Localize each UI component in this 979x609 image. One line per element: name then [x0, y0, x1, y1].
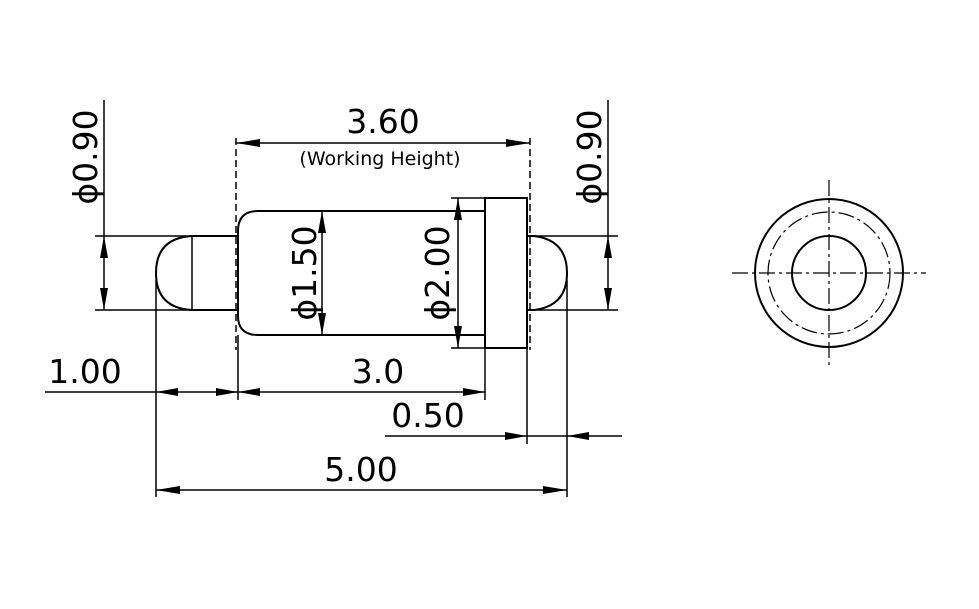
working-height-note: (Working Height): [299, 148, 460, 170]
dim-body-diameter: ϕ1.50: [285, 211, 326, 335]
dim-body-length: 3.0: [238, 352, 485, 396]
body-length-value: 3.0: [352, 352, 404, 391]
dim-flange-diameter: ϕ2.00: [418, 197, 485, 349]
left-tip-outline: [154, 235, 237, 311]
tip-length-value: 1.00: [48, 352, 121, 391]
dim-left-tip-diameter: ϕ0.90: [66, 100, 192, 311]
body-diameter-value: ϕ1.50: [285, 225, 324, 320]
right-tip-diameter-value: ϕ0.90: [570, 109, 609, 204]
dim-working-height: 3.60 (Working Height): [236, 102, 530, 170]
right-tip-outline: [527, 235, 569, 311]
pin-end-view: [732, 180, 926, 366]
flange-outline: [484, 197, 528, 349]
flange-diameter-value: ϕ2.00: [418, 225, 457, 320]
dim-total-length: 5.00: [156, 450, 567, 494]
total-length-value: 5.00: [324, 450, 397, 489]
flange-thickness-value: 0.50: [391, 396, 464, 435]
body-outline: [237, 210, 484, 336]
left-tip-diameter-value: ϕ0.90: [66, 109, 105, 204]
dim-right-tip-diameter: ϕ0.90: [534, 100, 618, 311]
pin-side-view: [154, 197, 569, 349]
working-height-value: 3.60: [346, 102, 419, 141]
dim-flange-thickness: 0.50: [385, 396, 622, 440]
dim-tip-length: 1.00: [45, 352, 238, 396]
